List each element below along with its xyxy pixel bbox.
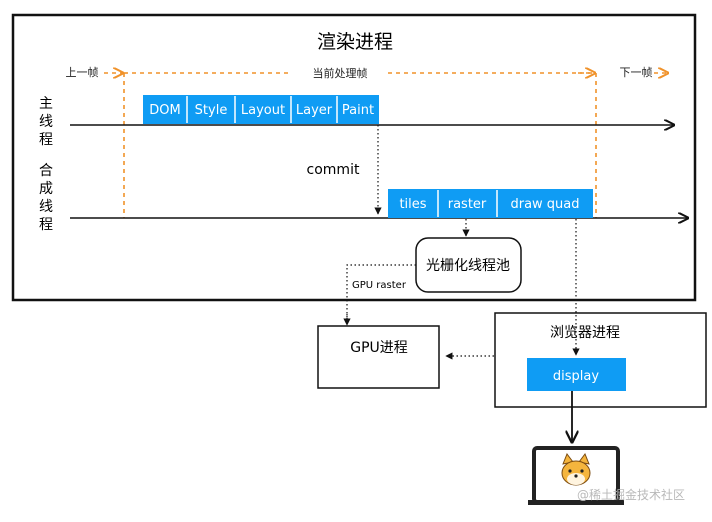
step-raster: raster — [448, 197, 487, 212]
gpu-process-label: GPU进程 — [350, 340, 408, 356]
render-process-frame — [11, 13, 697, 302]
main-thread-label-3: 程 — [39, 132, 53, 148]
render-process-title: 渲染进程 — [317, 31, 393, 53]
display-label: display — [553, 369, 599, 384]
step-draw-quad: draw quad — [510, 197, 579, 212]
shiba-dog-icon — [561, 452, 591, 486]
compositor-thread-label-2: 成 — [39, 181, 53, 197]
step-paint: Paint — [342, 103, 374, 118]
compositor-thread-label-4: 程 — [39, 217, 53, 233]
raster-pool-label: 光栅化线程池 — [426, 258, 510, 274]
step-tiles: tiles — [399, 197, 426, 212]
step-layer: Layer — [296, 103, 333, 118]
step-layout: Layout — [241, 103, 285, 118]
browser-process-label: 浏览器进程 — [550, 325, 620, 341]
current-frame-label: 当前处理帧 — [313, 66, 368, 80]
compositor-thread-label-1: 合 — [39, 163, 53, 179]
compositor-thread-label-3: 线 — [39, 199, 53, 215]
step-style: Style — [195, 103, 228, 118]
main-thread-label-2: 线 — [39, 114, 53, 130]
next-frame-label: 下一帧 — [620, 65, 653, 79]
prev-frame-label: 上一帧 — [66, 65, 99, 79]
compositor-steps-bar — [388, 189, 593, 218]
current-frame-label-bg — [292, 64, 388, 80]
gpu-process-box — [317, 325, 440, 389]
display-box — [527, 358, 626, 391]
commit-label: commit — [307, 162, 360, 178]
main-steps-bar — [143, 95, 379, 124]
step-dom: DOM — [149, 103, 180, 118]
main-thread-label-1: 主 — [39, 96, 53, 112]
gpu-raster-path — [346, 264, 416, 324]
gpu-raster-label: GPU raster — [352, 280, 407, 291]
watermark: @稀土掘金技术社区 — [577, 487, 685, 502]
